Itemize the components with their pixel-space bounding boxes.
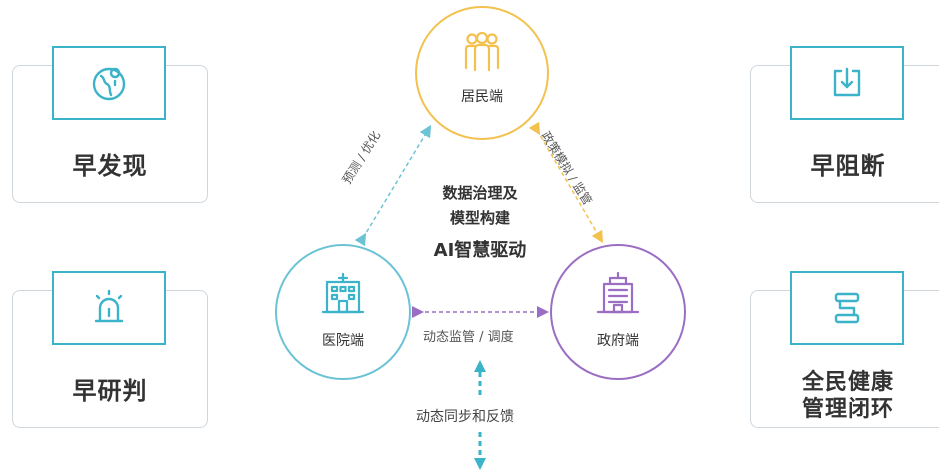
globe-pin-icon [52,46,166,120]
edge-label-hospital-government: 动态监管 / 调度 [423,330,514,345]
goal-label: 全民健康 管理闭环 [801,370,894,422]
goal-card-early-discover: 早发现 [12,46,208,203]
center-text-line2: 模型构建 [449,209,510,227]
people-group-icon [460,31,504,76]
goal-card-closed-loop: 全民健康 管理闭环 [750,271,939,428]
node-resident: 居民端 [415,6,549,140]
flow-label: 动态同步和反馈 [416,409,514,425]
hospital-icon [320,272,366,318]
loop-flow-icon [790,271,904,345]
link-hospital-resident [354,124,432,247]
goal-card-early-block: 早阻断 [750,46,939,203]
node-label: 医院端 [322,333,364,349]
goal-card-early-judge: 早研判 [12,271,208,428]
government-building-icon [595,271,641,318]
node-label: 政府端 [597,333,639,349]
flow-arrow-up [474,360,486,372]
node-government: 政府端 [550,244,686,380]
goal-label: 早研判 [72,377,148,405]
node-hospital: 医院端 [275,244,411,380]
alarm-light-icon [52,271,166,345]
flow-arrow-down [474,458,486,470]
center-title: AI智慧驱动 [433,240,527,261]
shield-download-icon [790,46,904,120]
goal-label: 早阻断 [810,152,886,180]
goal-label: 早发现 [72,152,148,180]
node-label: 居民端 [461,89,503,105]
center-text-line1: 数据治理及 [442,184,518,202]
